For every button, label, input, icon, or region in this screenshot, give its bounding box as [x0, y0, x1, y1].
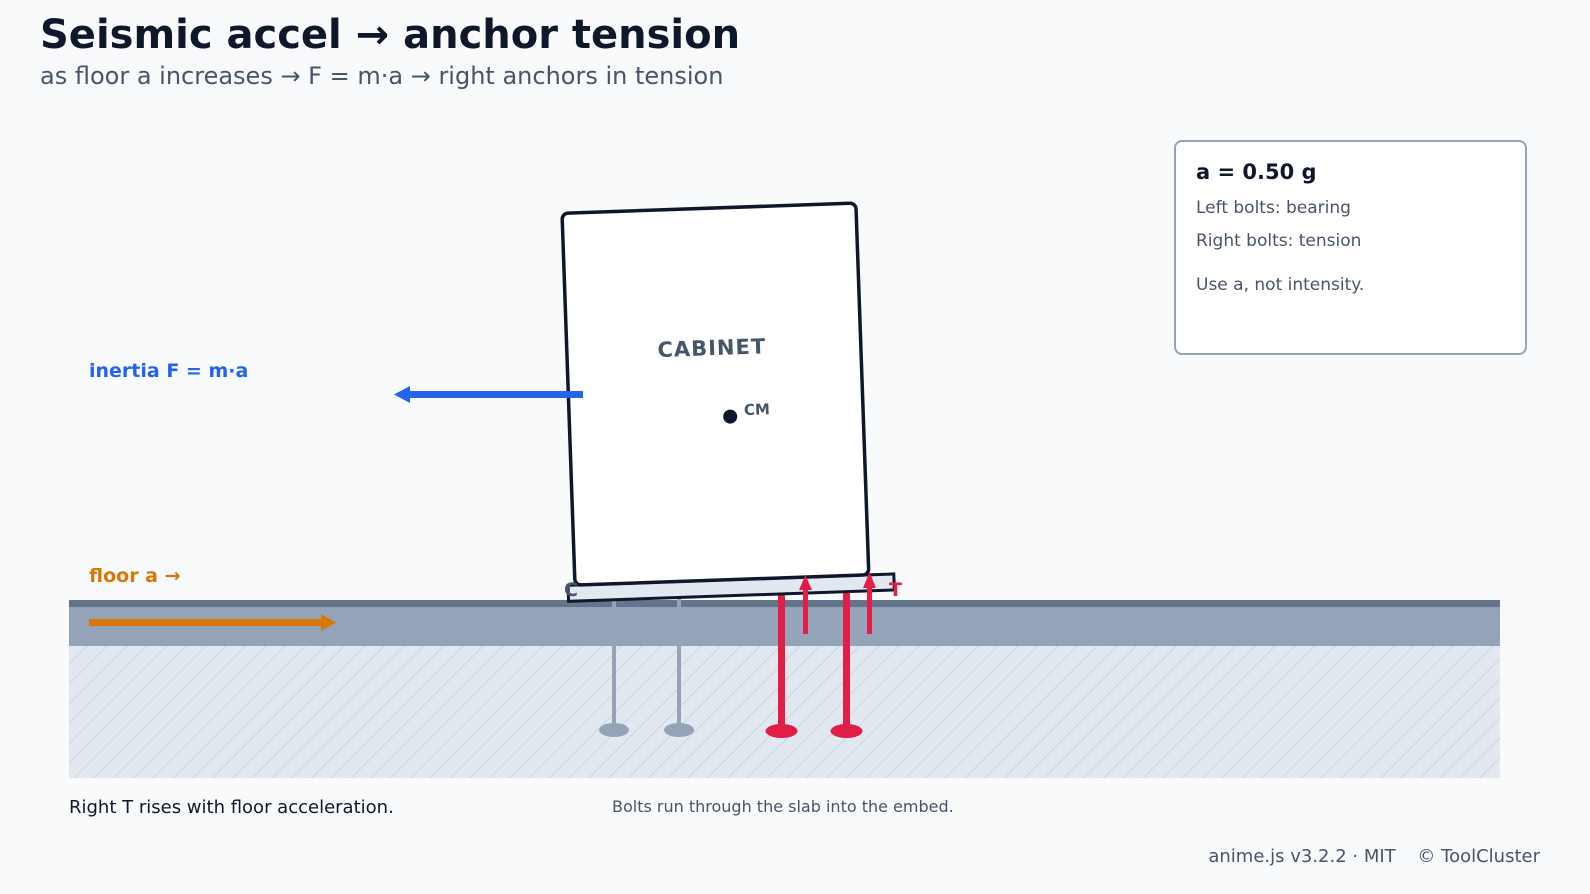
center-of-mass-dot — [723, 409, 738, 424]
inertia-force-label: inertia F = m·a — [89, 360, 249, 382]
inertia-arrow — [394, 386, 583, 403]
caption-center: Bolts run through the slab into the embe… — [612, 797, 954, 816]
cabinet-group: CABINET CM — [560, 201, 896, 603]
accel-readout: a = 0.50 g — [1196, 160, 1317, 184]
tension-arrow-1 — [799, 575, 812, 634]
right-bolts-status: Right bolts: tension — [1196, 231, 1362, 251]
tension-arrow-2 — [863, 572, 876, 634]
cabinet-body — [560, 201, 871, 587]
floor-accel-arrow — [89, 614, 336, 631]
caption-left: Right T rises with floor acceleration. — [69, 797, 394, 818]
footer: anime.js v3.2.2 · MIT © ToolCluster — [1208, 846, 1540, 867]
footer-library: anime.js v3.2.2 · MIT — [1208, 846, 1396, 867]
pivot-label: C — [564, 579, 578, 601]
footer-copyright: © ToolCluster — [1417, 846, 1540, 867]
info-panel: a = 0.50 g Left bolts: bearing Right bol… — [1174, 140, 1527, 355]
cabinet-label: CABINET — [657, 334, 767, 362]
left-bolts-status: Left bolts: bearing — [1196, 198, 1351, 218]
tension-label: T — [889, 579, 902, 601]
page-subtitle: as floor a increases → F = m·a → right a… — [40, 62, 724, 90]
page-title: Seismic accel → anchor tension — [40, 12, 741, 58]
center-of-mass-label: CM — [744, 400, 771, 419]
floor-accel-label: floor a → — [89, 565, 181, 587]
info-note: Use a, not intensity. — [1196, 275, 1365, 295]
